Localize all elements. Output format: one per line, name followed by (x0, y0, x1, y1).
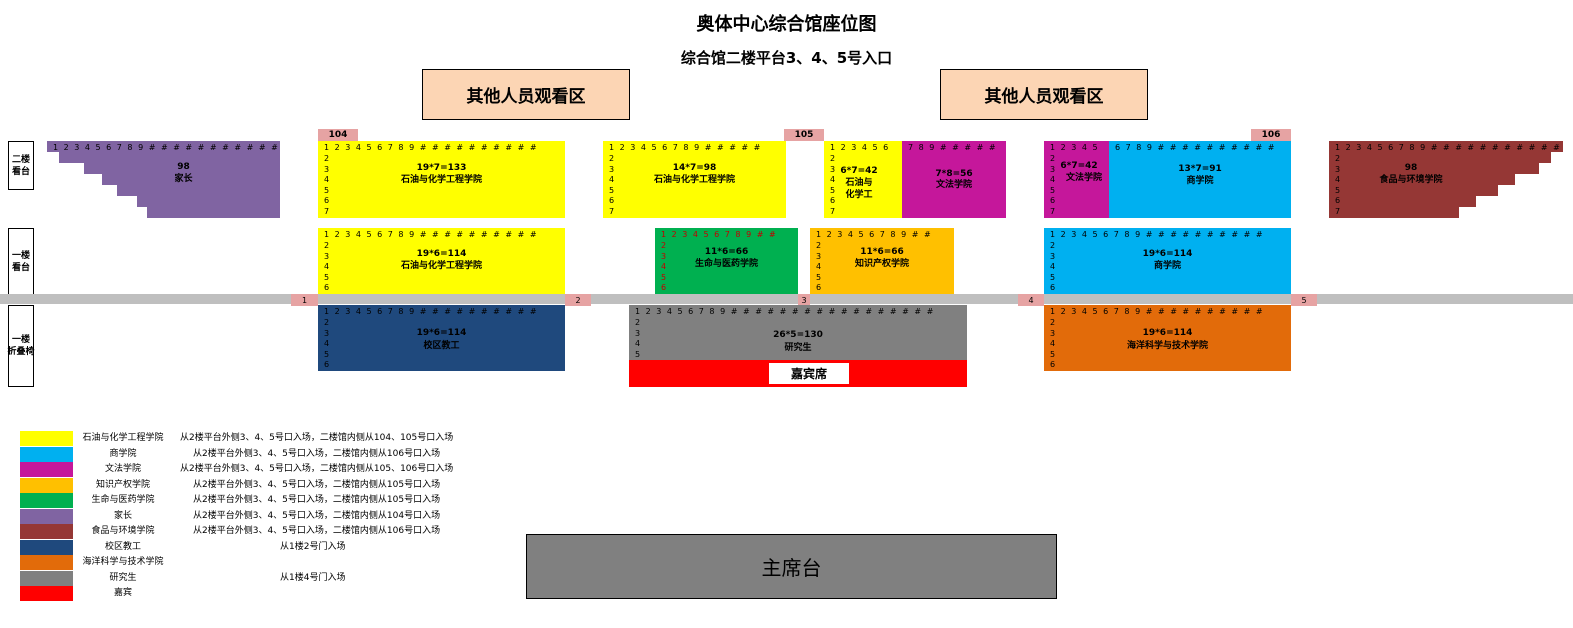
ip-count: 11*6=66 (860, 247, 904, 257)
guest-label: 嘉宾席 (769, 363, 849, 384)
entry-4: 4 (1018, 294, 1044, 306)
seat-block-law-upper-2: 1 2 3 4 5 2 3 4 5 6 7 6*7=42 文法学院 (1044, 141, 1109, 218)
legend-swatch (20, 431, 73, 446)
parents-count: 98 (177, 162, 190, 172)
ip-name: 知识产权学院 (854, 259, 909, 269)
ocean-count: 19*6=114 (1142, 328, 1193, 338)
walkway (0, 294, 1573, 304)
seat-block-ip: 1 2 3 4 5 6 7 8 9 # # 2 3 4 5 6 11*6=66 … (810, 228, 954, 294)
legend-description: 从2楼平台外侧3、4、5号口入场，二楼馆内侧从106号口入场 (193, 526, 441, 536)
entry-2: 2 (565, 294, 591, 306)
business-upper-count: 13*7=91 (1178, 164, 1222, 174)
legend-name: 知识产权学院 (95, 479, 150, 490)
seat-block-petro-upper: 1 2 3 4 5 6 7 8 9 # # # # # # # # # # 2 … (318, 141, 565, 218)
other-viewing-area-right: 其他人员观看区 (940, 69, 1148, 120)
legend-description: 从2楼平台外侧3、4、5号口入场，二楼馆内侧从105号口入场 (193, 495, 441, 505)
legend-name: 海洋科学与技术学院 (82, 557, 164, 567)
seat-block-grad: 1 2 3 4 5 6 7 8 9 # # # # # # # # # # # … (629, 305, 967, 360)
guest-area: 嘉宾席 (629, 360, 967, 387)
legend-description: 从1楼2号门入场 (280, 541, 346, 552)
petro-middle-count: 19*6=114 (416, 249, 467, 259)
entry-1: 1 (291, 294, 318, 306)
seat-block-business-middle: 1 2 3 4 5 6 7 8 9 # # # # # # # # # # 2 … (1044, 228, 1291, 294)
ocean-name: 海洋科学与技术学院 (1126, 341, 1208, 351)
legend-description: 从2楼平台外侧3、4、5号口入场，二楼馆内侧从106号口入场 (193, 448, 441, 459)
seat-block-life: 1 2 3 4 5 6 7 8 9 # # 2 3 4 5 6 11*6=66 … (655, 228, 798, 294)
petro-upper2-name: 石油与化学工程学院 (653, 175, 735, 185)
life-name: 生命与医药学院 (694, 259, 758, 269)
legend-description: 从1楼4号门入场 (280, 572, 346, 583)
legend-description: 从2楼平台外侧3、4、5号口入场，二楼馆内侧从104号口入场 (193, 510, 441, 521)
gate-tag-105: 105 (784, 129, 824, 141)
petro-small-name: 石油与 化学工 (845, 178, 873, 200)
legend-swatch (20, 570, 73, 586)
legend-name: 文法学院 (104, 464, 141, 474)
entry-5: 5 (1291, 294, 1317, 306)
seat-block-ocean: 1 2 3 4 5 6 7 8 9 # # # # # # # # # # 2 … (1044, 305, 1291, 371)
law-upper2-name: 文法学院 (1065, 173, 1102, 183)
food-name: 食品与环境学院 (1379, 175, 1443, 185)
legend-swatch (20, 586, 73, 601)
staff-count: 19*6=114 (416, 328, 467, 338)
legend-name: 嘉宾 (113, 588, 132, 598)
seat-block-food: 1 2 3 4 5 6 7 8 9 # # # # # # # # # # # … (1329, 141, 1563, 218)
legend-swatch (20, 555, 73, 570)
grad-name: 研究生 (784, 343, 812, 353)
seat-block-staff: 1 2 3 4 5 6 7 8 9 # # # # # # # # # # 2 … (318, 305, 565, 371)
legend-swatch (20, 539, 73, 555)
life-count: 11*6=66 (704, 247, 749, 257)
page-title: 奥体中心综合馆座位图 (696, 14, 877, 35)
petro-small-count: 6*7=42 (840, 166, 878, 176)
legend-swatch (20, 524, 73, 539)
legend-name: 研究生 (109, 572, 137, 583)
main-stage: 主席台 (526, 534, 1057, 599)
petro-upper2-count: 14*7=98 (672, 163, 717, 173)
legend-name: 生命与医药学院 (91, 495, 155, 505)
legend: 石油与化学工程学院 从2楼平台外侧3、4、5号口入场，二楼馆内侧从104、105号… (0, 431, 500, 601)
food-count: 98 (1404, 163, 1418, 173)
entry-3: 3 (798, 294, 810, 306)
legend-name: 食品与环境学院 (91, 526, 155, 536)
gate-tag-104: 104 (318, 129, 358, 141)
seat-block-law-upper: 7 8 9 # # # # # 7*8=56 文法学院 (902, 141, 1006, 218)
gate-tag-106: 106 (1251, 129, 1291, 141)
level-label-middle: 一楼 看台 (8, 228, 34, 295)
legend-description: 从2楼平台外侧3、4、5号口入场，二楼馆内侧从105、106号口入场 (180, 464, 454, 474)
page-subtitle: 综合馆二楼平台3、4、5号入口 (680, 49, 893, 67)
legend-name: 家长 (113, 510, 132, 521)
business-upper-name: 商学院 (1186, 176, 1214, 186)
law-upper-name: 文法学院 (935, 180, 972, 190)
staff-name: 校区教工 (423, 341, 460, 351)
seat-block-petro-upper-2: 1 2 3 4 5 6 7 8 9 # # # # # 2 3 4 5 6 7 … (603, 141, 786, 218)
legend-swatch (20, 493, 73, 508)
legend-description: 从2楼平台外侧3、4、5号口入场，二楼馆内侧从104、105号口入场 (180, 433, 454, 443)
legend-name: 商学院 (109, 448, 137, 459)
parents-name: 家长 (174, 174, 193, 184)
level-label-lower: 一楼 折叠椅 (8, 305, 35, 387)
legend-swatch (20, 446, 73, 462)
law-upper2-count: 6*7=42 (1060, 161, 1098, 171)
petro-upper-count: 19*7=133 (416, 163, 467, 173)
petro-upper-name: 石油与化学工程学院 (400, 175, 482, 185)
law-upper-count: 7*8=56 (935, 169, 973, 179)
seat-block-petro-middle: 1 2 3 4 5 6 7 8 9 # # # # # # # # # # 2 … (318, 228, 565, 294)
legend-description: 从2楼平台外侧3、4、5号口入场，二楼馆内侧从105号口入场 (193, 479, 441, 490)
legend-swatch (20, 477, 73, 493)
seat-block-parents: 1 2 3 4 5 6 7 8 9 # # # # # # # # # # # … (47, 141, 280, 218)
seat-block-petro-small: 1 2 3 4 5 6 2 3 4 5 6 7 6*7=42 石油与 化学工 (824, 141, 902, 218)
legend-name: 石油与化学工程学院 (82, 433, 164, 443)
business-middle-name: 商学院 (1153, 261, 1181, 271)
seat-block-business-upper: 6 7 8 9 # # # # # # # # # # 13*7=91 商学院 (1109, 141, 1291, 218)
petro-middle-name: 石油与化学工程学院 (400, 261, 482, 271)
business-middle-count: 19*6=114 (1142, 249, 1193, 259)
grad-count: 26*5=130 (773, 330, 823, 340)
legend-swatch (20, 508, 73, 524)
legend-name: 校区教工 (104, 541, 141, 552)
level-label-upper: 二楼 看台 (8, 141, 34, 190)
legend-swatch (20, 462, 73, 477)
other-viewing-area-left: 其他人员观看区 (422, 69, 630, 120)
